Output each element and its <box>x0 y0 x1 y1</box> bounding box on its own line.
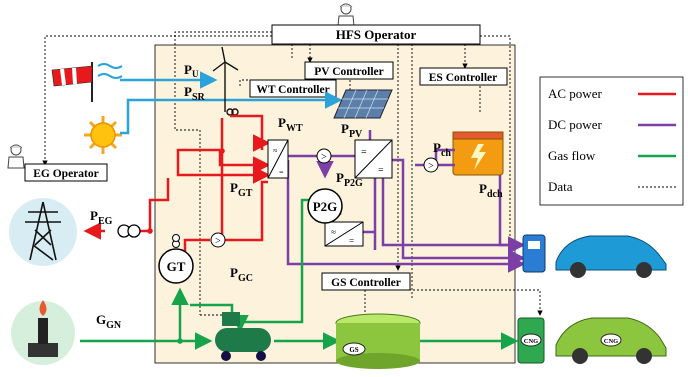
p2g-label: P2G <box>313 199 338 214</box>
solar-panel-icon <box>333 89 393 119</box>
gt-label: GT <box>167 259 186 274</box>
legend-ac-label: AC power <box>548 86 602 101</box>
label-p-gt: PGT <box>230 180 253 199</box>
svg-text:>: > <box>321 152 327 163</box>
cng-pump-label: CNG <box>524 338 538 345</box>
dc-dc-converter-pv: = = <box>354 139 393 179</box>
svg-text:=: = <box>361 147 367 158</box>
natural-gas-source-icon <box>11 300 75 365</box>
svg-text:=: = <box>279 168 284 177</box>
sum-node-grid: > <box>210 232 226 248</box>
label-p-pv: PPV <box>341 121 363 140</box>
cng-pump-icon: CNG <box>517 317 545 364</box>
eg-operator-icon <box>7 144 25 169</box>
label-p-gc: PGC <box>230 265 253 284</box>
svg-text:>: > <box>428 161 434 172</box>
legend-gas-label: Gas flow <box>548 148 596 163</box>
gas-storage-tank-icon: GS <box>335 313 421 369</box>
ac-dc-converter-1: ≈ = <box>267 139 289 179</box>
label-g-gn: GGN <box>96 312 122 331</box>
label-p-p2g: PP2G <box>336 170 363 189</box>
renewable-input-lines <box>120 71 343 135</box>
ac-power-lines <box>83 114 271 255</box>
sun-icon <box>84 116 122 154</box>
electric-grid-icon <box>9 198 77 266</box>
hfs-operator-icon <box>337 3 355 27</box>
label-p-u: PU <box>184 62 199 79</box>
windsock-icon <box>51 62 123 102</box>
gas-turbine: GT <box>158 234 194 284</box>
legend-item-dc: DC power <box>548 117 676 132</box>
grid-transformer <box>117 224 141 238</box>
legend-dc-label: DC power <box>548 117 602 132</box>
pv-controller-box: PV Controller <box>304 61 394 80</box>
p2g-unit: P2G <box>307 188 343 224</box>
dc-ac-converter-2: ≈ = <box>324 221 364 247</box>
hfs-operator-label: HFS Operator <box>336 27 417 42</box>
label-p-wt: PWT <box>278 115 303 134</box>
svg-text:=: = <box>349 236 354 246</box>
sum-node-charge: > <box>423 157 439 173</box>
gs-tank-label: GS <box>349 346 358 354</box>
battery-icon <box>452 131 504 176</box>
svg-text:>: > <box>215 236 221 247</box>
legend: AC power DC power Gas flow Data <box>539 76 684 206</box>
wt-controller-box: WT Controller <box>249 79 337 98</box>
gas-compressor-icon <box>215 312 271 361</box>
dc-power-lines <box>286 130 526 273</box>
hfs-operator-box: HFS Operator <box>271 24 481 45</box>
cng-car-icon: CNG <box>555 317 667 364</box>
es-controller-box: ES Controller <box>419 67 508 86</box>
svg-text:≈: ≈ <box>273 146 278 155</box>
label-p-ch: Pch <box>433 140 451 159</box>
eg-operator-label: EG Operator <box>33 168 98 180</box>
svg-text:=: = <box>378 165 384 176</box>
ev-charger-icon <box>522 234 546 273</box>
legend-item-data: Data <box>548 179 676 194</box>
label-p-sr: PSR <box>184 84 206 103</box>
gs-controller-box: GS Controller <box>321 272 411 291</box>
es-controller-label: ES Controller <box>429 72 497 84</box>
svg-text:≈: ≈ <box>331 227 336 237</box>
label-p-eg: PEG <box>90 208 113 227</box>
electric-car-icon <box>555 235 667 278</box>
legend-data-label: Data <box>548 179 573 194</box>
sum-node-p2g: > <box>316 148 332 164</box>
pv-controller-label: PV Controller <box>314 66 384 78</box>
cng-car-label: CNG <box>604 338 618 345</box>
legend-item-gas: Gas flow <box>548 148 676 163</box>
legend-item-ac: AC power <box>548 86 676 101</box>
label-p-dch: Pdch <box>479 181 503 200</box>
variable-labels: PU PSR PWT PPV Pch Pdch PP2G PGT PEG PGC… <box>90 62 503 331</box>
gs-controller-label: GS Controller <box>331 277 401 289</box>
eg-operator-box: EG Operator <box>24 163 108 182</box>
wt-controller-label: WT Controller <box>256 84 329 96</box>
